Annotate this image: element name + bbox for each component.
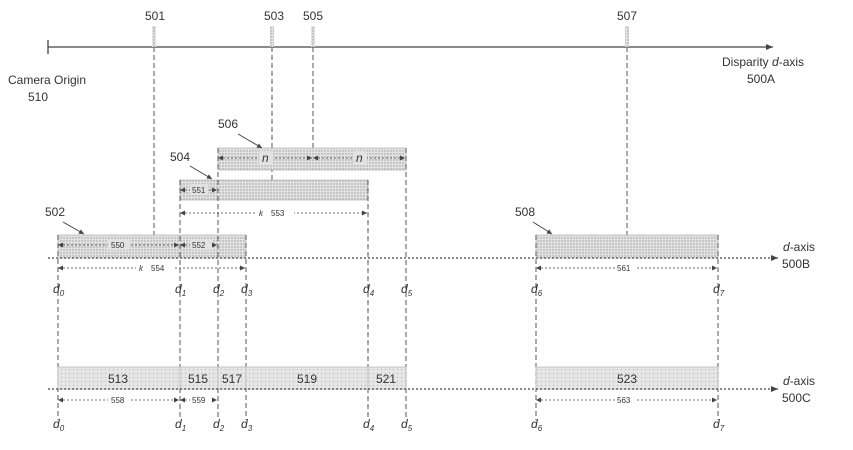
d2-label-b: d2 [213, 282, 225, 298]
d-axis-500c-label: d-axis [783, 374, 815, 388]
box-508-leader [533, 222, 552, 234]
d5-label-b: d5 [401, 282, 413, 298]
d4-label-c: d4 [363, 417, 375, 433]
m552-label: 552 [192, 241, 206, 250]
box-502-leader [63, 222, 84, 234]
box-508-label: 508 [515, 205, 535, 219]
ref-507-tick [625, 26, 629, 47]
camera-origin-number: 510 [28, 90, 48, 104]
segment-523-label: 523 [617, 372, 637, 386]
m563-label: 563 [617, 396, 631, 405]
ref-503: 503 [264, 9, 284, 23]
disparity-axis-500a-label: Disparity d-axis [722, 55, 804, 69]
ref-505: 505 [303, 9, 323, 23]
camera-origin-label: Camera Origin [8, 73, 86, 87]
ref-501-tick [152, 26, 156, 47]
d-axis-500b-label: d-axis [783, 240, 815, 254]
box-504 [180, 180, 368, 200]
box-506-leader [238, 134, 262, 148]
d-labels-500c: d0 d1 d2 d3 d4 d5 d6 d7 [53, 417, 725, 433]
box-506 [218, 148, 406, 170]
m553-label: 553 [271, 209, 285, 218]
m561-label: 561 [617, 264, 631, 273]
m559-label: 559 [192, 396, 206, 405]
d6-label-c: d6 [531, 417, 543, 433]
m551-label: 551 [192, 186, 206, 195]
ref-505-tick [311, 26, 315, 47]
box-502-label: 502 [45, 205, 65, 219]
d0-label-c: d0 [53, 417, 65, 433]
m558-label: 558 [111, 396, 125, 405]
d-axis-500b-number: 500B [782, 257, 810, 271]
box-504-leader [190, 166, 212, 179]
segment-513-label: 513 [108, 372, 128, 386]
ref-503-tick [270, 26, 274, 47]
n-left-label: n [262, 151, 269, 165]
m554-label: 554 [151, 264, 165, 273]
segment-517-label: 517 [222, 372, 242, 386]
d6-label-b: d6 [531, 282, 543, 298]
d-labels-500b: d0 d1 d2 d3 d4 d5 d6 d7 [53, 282, 725, 298]
m550-label: 550 [111, 241, 125, 250]
box-508 [536, 235, 718, 258]
d-axis-500c-number: 500C [782, 391, 811, 405]
segment-515-label: 515 [188, 372, 208, 386]
d1-label-c: d1 [175, 417, 186, 433]
segment-521-label: 521 [376, 372, 396, 386]
d3-label-b: d3 [241, 282, 253, 298]
disparity-axis-500a-number: 500A [747, 72, 775, 86]
d0-label-b: d0 [53, 282, 65, 298]
d2-label-c: d2 [213, 417, 225, 433]
d3-label-c: d3 [241, 417, 253, 433]
ref-501: 501 [145, 9, 165, 23]
box-506-label: 506 [218, 117, 238, 131]
d7-label-b: d7 [713, 282, 725, 298]
ref-507: 507 [617, 9, 637, 23]
segment-519-label: 519 [297, 372, 317, 386]
box-504-label: 504 [170, 150, 190, 164]
d5-label-c: d5 [401, 417, 413, 433]
d7-label-c: d7 [713, 417, 725, 433]
d1-label-b: d1 [175, 282, 186, 298]
d4-label-b: d4 [363, 282, 375, 298]
n-right-label: n [356, 151, 363, 165]
